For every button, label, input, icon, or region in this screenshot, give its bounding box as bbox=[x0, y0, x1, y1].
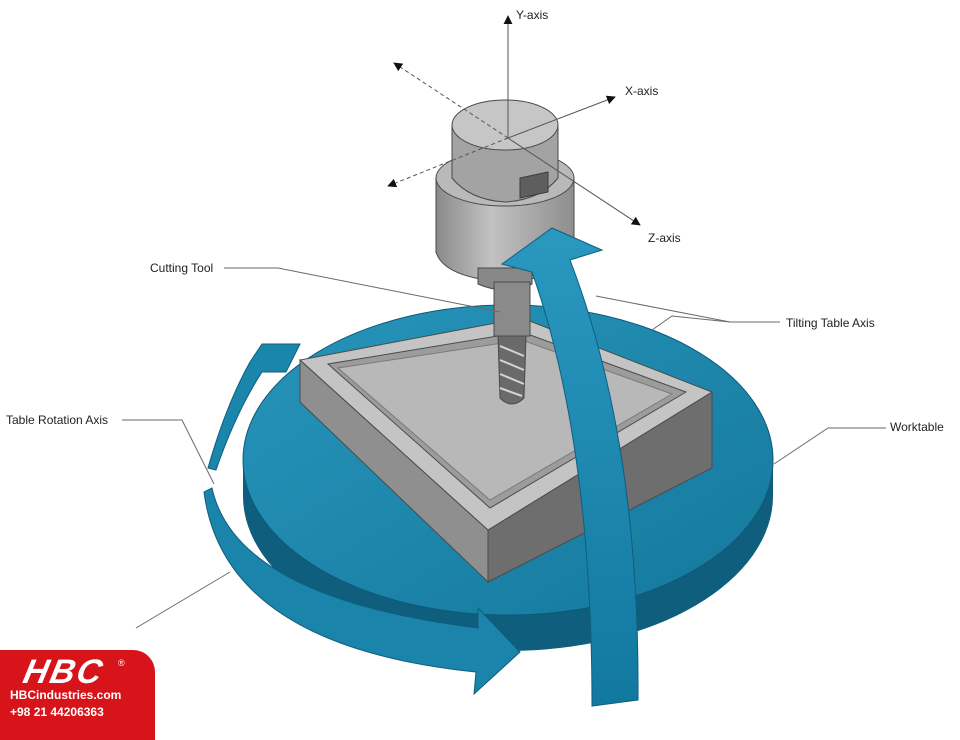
y-axis-label: Y-axis bbox=[516, 8, 548, 22]
leader-lines bbox=[122, 267, 886, 629]
z-axis-arrow bbox=[507, 137, 641, 226]
negative-x-axis-arrow bbox=[387, 137, 509, 188]
spindle-head bbox=[435, 99, 575, 291]
brand-website: HBCindustries.com bbox=[10, 688, 122, 702]
brand-logo: HBC bbox=[19, 653, 108, 691]
worktable-label: Worktable bbox=[890, 420, 944, 434]
tilting-table-axis-leader-2 bbox=[651, 315, 731, 331]
brand-phone: +98 21 44206363 bbox=[10, 705, 104, 719]
tilting-table-axis-label: Tilting Table Axis bbox=[786, 316, 875, 330]
table-rotation-arrow-back bbox=[207, 343, 301, 471]
table-rotation-arrow-front bbox=[203, 487, 521, 696]
brand-badge: HBC ® HBCindustries.com +98 21 44206363 bbox=[0, 650, 155, 740]
x-axis-label: X-axis bbox=[625, 84, 658, 98]
x-axis-arrow bbox=[507, 95, 616, 139]
table-rotation-axis-leader bbox=[122, 419, 215, 485]
tilting-table-arrow bbox=[500, 227, 639, 707]
negative-z-axis-arrow bbox=[393, 62, 509, 139]
lower-leader bbox=[135, 571, 231, 629]
registered-mark: ® bbox=[118, 658, 125, 668]
z-axis-label: Z-axis bbox=[648, 231, 681, 245]
table-rotation-axis-label: Table Rotation Axis bbox=[6, 413, 108, 427]
cutting-tool-label: Cutting Tool bbox=[150, 261, 213, 275]
cutting-tool-leader bbox=[224, 267, 501, 313]
axis-lines bbox=[387, 15, 641, 226]
worktable-leader bbox=[773, 427, 886, 465]
cutting-tool bbox=[493, 281, 531, 405]
